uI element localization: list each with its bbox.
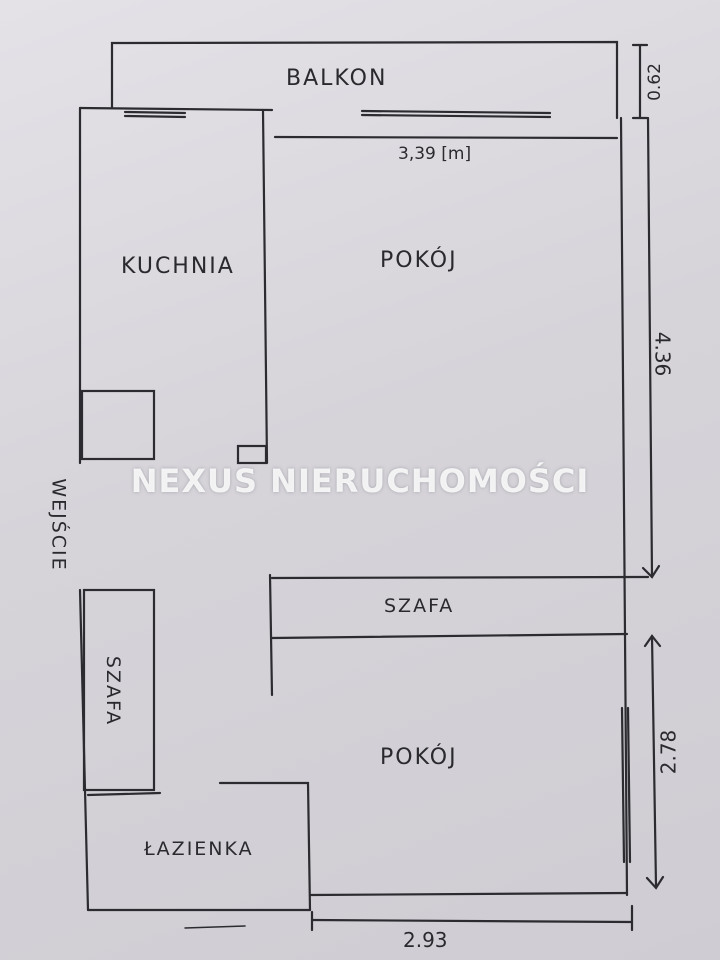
balcony-door: [360, 109, 552, 115]
dim-lower-width: 2.93: [403, 928, 448, 952]
balcony-outline: [110, 40, 619, 120]
dim-balcony-depth: 0.62: [644, 63, 665, 101]
left-wardrobe: [82, 588, 156, 792]
dim-room-height-line: [646, 116, 654, 579]
label-pokoj-bottom: POKÓJ: [380, 745, 458, 770]
wall-right: [619, 116, 629, 897]
watermark: NEXUS NIERUCHOMOŚCI: [130, 462, 590, 500]
wardrobe-side: [268, 573, 274, 697]
label-szafa-mid: SZAFA: [384, 595, 455, 617]
label-pokoj-top: POKÓJ: [380, 248, 458, 273]
label-kuchnia: KUCHNIA: [121, 254, 235, 279]
kitchen-counter: [80, 389, 156, 461]
dim-room-width: 3,39 [m]: [398, 144, 472, 164]
dim-lower-width-line: [310, 918, 634, 924]
dim-room-width-line: [273, 135, 619, 140]
label-balkon: BALKON: [286, 66, 388, 91]
wardrobe-bottom: [270, 632, 629, 640]
label-lazienka: ŁAZIENKA: [144, 838, 254, 860]
dim-room-height: 4.36: [650, 331, 675, 377]
balcony-window-left: [123, 110, 187, 115]
wall-top-left: [78, 106, 274, 112]
kitchen-wall: [261, 108, 269, 465]
dim-lower-height: 2.78: [656, 729, 681, 775]
wardrobe-top: [270, 575, 650, 580]
bathroom-walls: [86, 781, 312, 912]
kitchen-column: [236, 444, 268, 465]
dim-lower-height-line: [650, 634, 658, 888]
label-szafa-left: SZAFA: [102, 655, 125, 727]
bottom-window: [620, 706, 626, 864]
